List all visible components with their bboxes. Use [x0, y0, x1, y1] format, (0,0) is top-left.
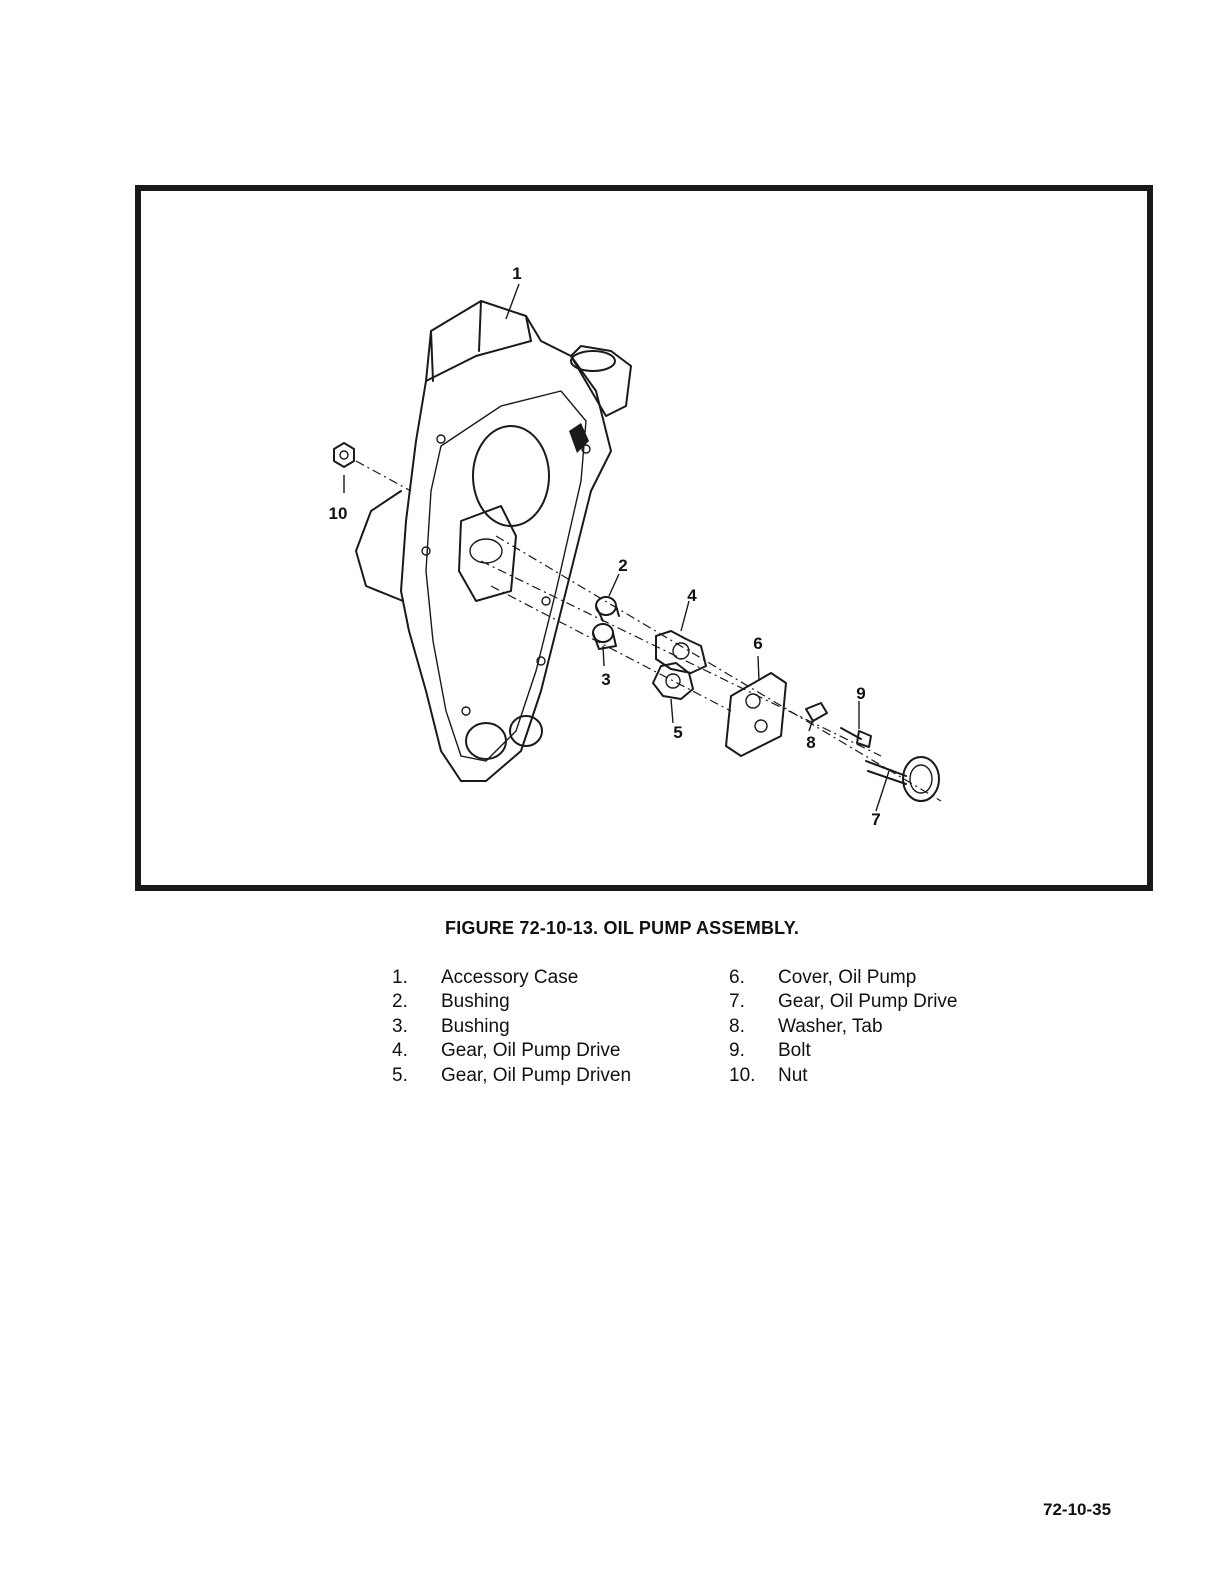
legend-number: 8.: [729, 1015, 778, 1039]
callout-6: 6: [753, 634, 762, 653]
legend-item: 1.Accessory Case: [392, 966, 631, 990]
legend-number: 4.: [392, 1039, 441, 1063]
legend-item: 5.Gear, Oil Pump Driven: [392, 1064, 631, 1088]
legend-number: 7.: [729, 990, 778, 1014]
nut-drawing: [334, 443, 354, 467]
figure-caption: FIGURE 72-10-13. OIL PUMP ASSEMBLY.: [445, 918, 799, 939]
legend-item: 2.Bushing: [392, 990, 631, 1014]
callout-8: 8: [806, 733, 815, 752]
legend-label: Bolt: [778, 1039, 811, 1063]
legend-number: 2.: [392, 990, 441, 1014]
callout-5: 5: [673, 723, 682, 742]
drive-gear-drawing: [866, 757, 939, 801]
callout-1: 1: [512, 264, 521, 283]
callout-2: 2: [618, 556, 627, 575]
legend-label: Accessory Case: [441, 966, 578, 990]
pump-cover-drawing: [726, 673, 786, 756]
callout-9: 9: [856, 684, 865, 703]
callout-7: 7: [871, 810, 880, 829]
legend-item: 8.Washer, Tab: [729, 1015, 958, 1039]
page-number: 72-10-35: [1043, 1500, 1111, 1520]
assembly-centerlines: [356, 461, 941, 801]
legend-item: 4.Gear, Oil Pump Drive: [392, 1039, 631, 1063]
callout-10: 10: [329, 504, 348, 523]
legend-item: 3.Bushing: [392, 1015, 631, 1039]
legend-number: 10.: [729, 1064, 778, 1088]
legend-item: 9.Bolt: [729, 1039, 958, 1063]
legend-number: 3.: [392, 1015, 441, 1039]
legend-label: Cover, Oil Pump: [778, 966, 916, 990]
legend-label: Bushing: [441, 1015, 510, 1039]
pump-gears-drawing: [653, 631, 706, 699]
legend-number: 6.: [729, 966, 778, 990]
figure-frame: 1 2 3 4 5 6 7 8 9 10: [135, 185, 1153, 891]
legend-label: Washer, Tab: [778, 1015, 883, 1039]
legend-label: Nut: [778, 1064, 808, 1088]
legend-item: 10.Nut: [729, 1064, 958, 1088]
accessory-case-drawing: [356, 301, 631, 781]
parts-legend-left: 1.Accessory Case 2.Bushing 3.Bushing 4.G…: [392, 966, 631, 1088]
oil-pump-assembly-illustration: 1 2 3 4 5 6 7 8 9 10: [141, 191, 1147, 885]
legend-item: 7.Gear, Oil Pump Drive: [729, 990, 958, 1014]
tab-washer-drawing: [806, 703, 827, 721]
legend-label: Gear, Oil Pump Drive: [778, 990, 958, 1014]
legend-label: Gear, Oil Pump Drive: [441, 1039, 621, 1063]
legend-number: 5.: [392, 1064, 441, 1088]
legend-item: 6.Cover, Oil Pump: [729, 966, 958, 990]
parts-legend-right: 6.Cover, Oil Pump 7.Gear, Oil Pump Drive…: [729, 966, 958, 1088]
callout-3: 3: [601, 670, 610, 689]
legend-label: Bushing: [441, 990, 510, 1014]
legend-number: 9.: [729, 1039, 778, 1063]
callout-4: 4: [687, 586, 697, 605]
legend-label: Gear, Oil Pump Driven: [441, 1064, 631, 1088]
legend-number: 1.: [392, 966, 441, 990]
